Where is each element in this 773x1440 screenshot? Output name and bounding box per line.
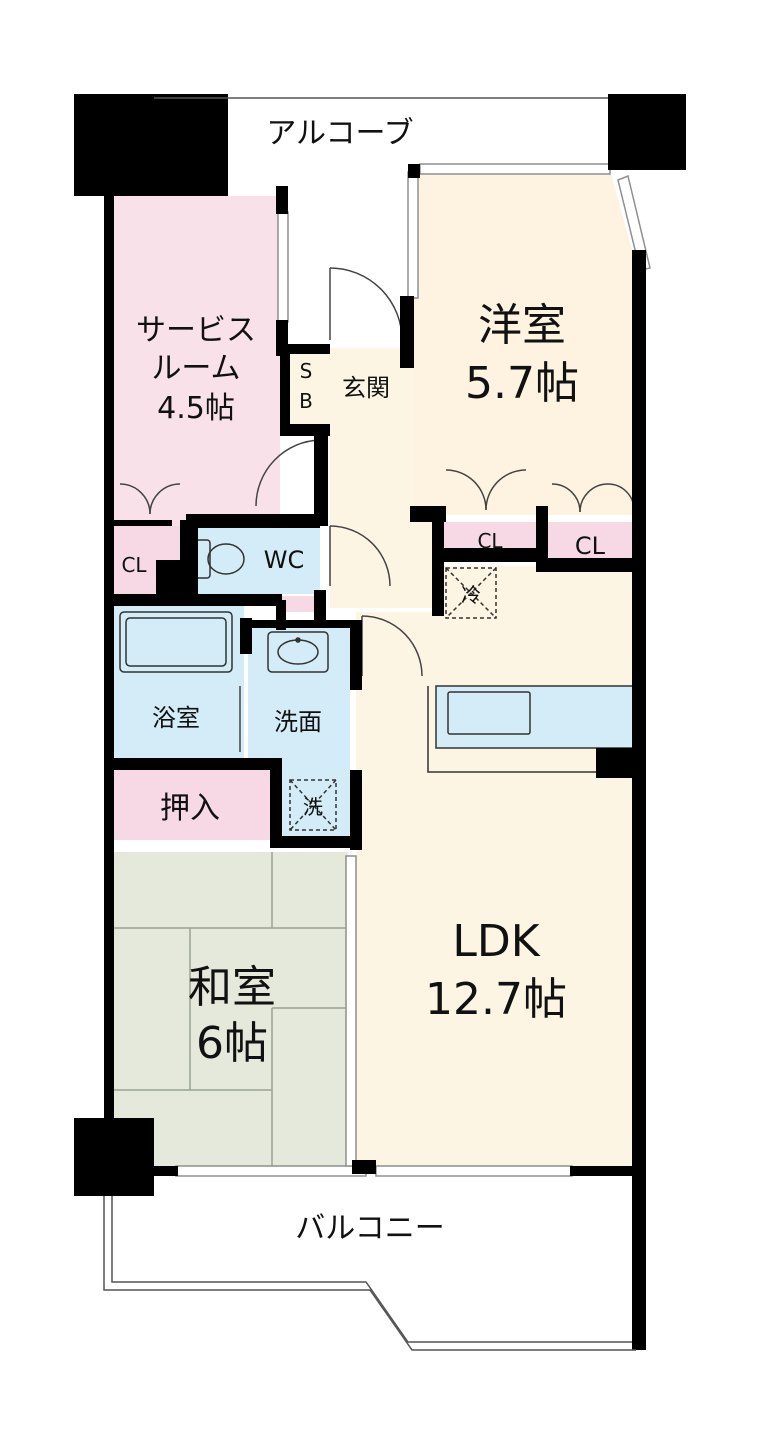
wc-entry-step xyxy=(278,596,320,612)
entrance-label: 玄関 xyxy=(342,374,390,402)
japanese-room-label: 和室 xyxy=(188,962,276,1013)
ldk-size: 12.7帖 xyxy=(425,974,567,1025)
kitchen-counter-outline xyxy=(427,686,596,773)
washer-space xyxy=(289,779,337,831)
kitchen-counter xyxy=(435,685,635,749)
service-room xyxy=(112,196,280,526)
washroom-label: 洗面 xyxy=(274,708,322,736)
outlines xyxy=(103,97,636,1351)
washer-label: 洗 xyxy=(303,795,323,819)
oshiire-label: 押入 xyxy=(160,791,220,826)
fridge-space xyxy=(445,567,497,619)
labels: アルコーブ サービス ルーム 4.5帖 洋室 5.7帖 S B 玄関 WC CL… xyxy=(121,116,605,1246)
washroom xyxy=(248,626,350,838)
shoebox-label-b: B xyxy=(299,389,313,413)
column-top-right xyxy=(608,94,686,170)
service-closet-label: CL xyxy=(121,553,147,577)
balcony-outline xyxy=(103,1196,636,1351)
column-top-left xyxy=(74,94,228,196)
western-closet-right xyxy=(546,522,634,560)
wc-label: WC xyxy=(264,546,305,574)
wash-basin xyxy=(267,631,329,673)
oshiire xyxy=(112,770,270,840)
western-closet-right-label: CL xyxy=(575,532,606,560)
service-room-label-line2: ルーム xyxy=(151,351,240,386)
service-room-size: 4.5帖 xyxy=(157,391,235,426)
bathroom-label: 浴室 xyxy=(152,704,200,732)
wc-room xyxy=(198,526,320,594)
walls xyxy=(74,94,686,1350)
entrance-hall xyxy=(288,348,440,608)
tatami-lines xyxy=(112,852,348,1168)
balcony-label: バルコニー xyxy=(295,1211,444,1246)
room-fills xyxy=(112,170,636,1170)
western-room-size: 5.7帖 xyxy=(465,358,579,409)
kitchen-sink xyxy=(447,691,531,735)
ldk-room xyxy=(356,566,636,1168)
refrigerator-label: 冷 xyxy=(461,583,481,607)
bathroom xyxy=(112,606,244,758)
column-bottom-left xyxy=(74,1118,154,1196)
western-room-label: 洋室 xyxy=(478,300,566,351)
service-room-label-line1: サービス xyxy=(136,313,256,348)
fixtures xyxy=(119,539,635,831)
western-room xyxy=(414,170,632,515)
shoebox-label-s: S xyxy=(300,359,313,383)
japanese-room xyxy=(112,852,348,1170)
alcove-label: アルコーブ xyxy=(266,116,413,151)
japanese-room-size: 6帖 xyxy=(196,1018,268,1069)
bathtub xyxy=(119,611,233,673)
ldk-label: LDK xyxy=(452,916,540,967)
western-closet-left-label: CL xyxy=(477,529,503,553)
